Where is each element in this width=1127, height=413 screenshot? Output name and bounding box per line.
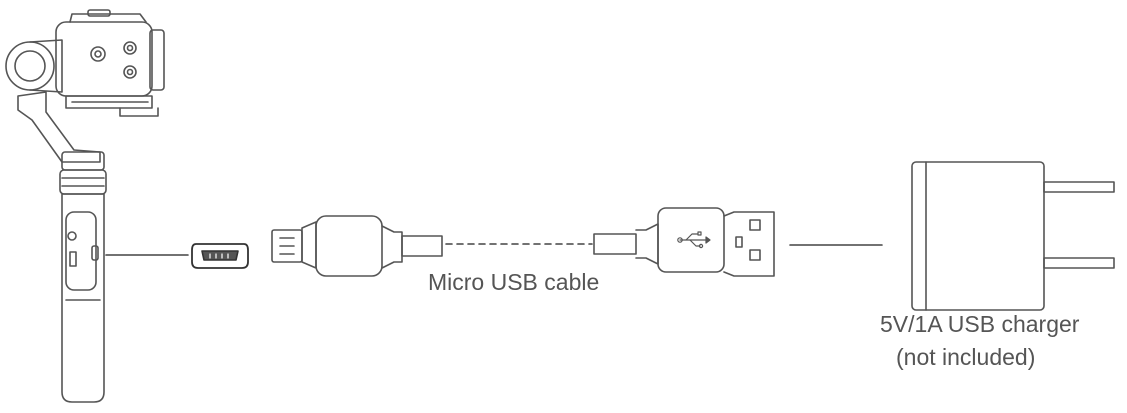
micro-usb-port-icon [191, 243, 249, 269]
wall-charger-icon [911, 161, 1115, 311]
charger-note: (not included) [896, 344, 1036, 370]
handheld-gimbal-icon [5, 9, 165, 403]
usb-a-plug-icon [593, 207, 775, 277]
micro-usb-plug-icon [271, 215, 443, 277]
usb-symbol-icon [677, 231, 711, 249]
cable-label: Micro USB cable [428, 269, 600, 295]
charger-label: 5V/1A USB charger [880, 311, 1080, 337]
